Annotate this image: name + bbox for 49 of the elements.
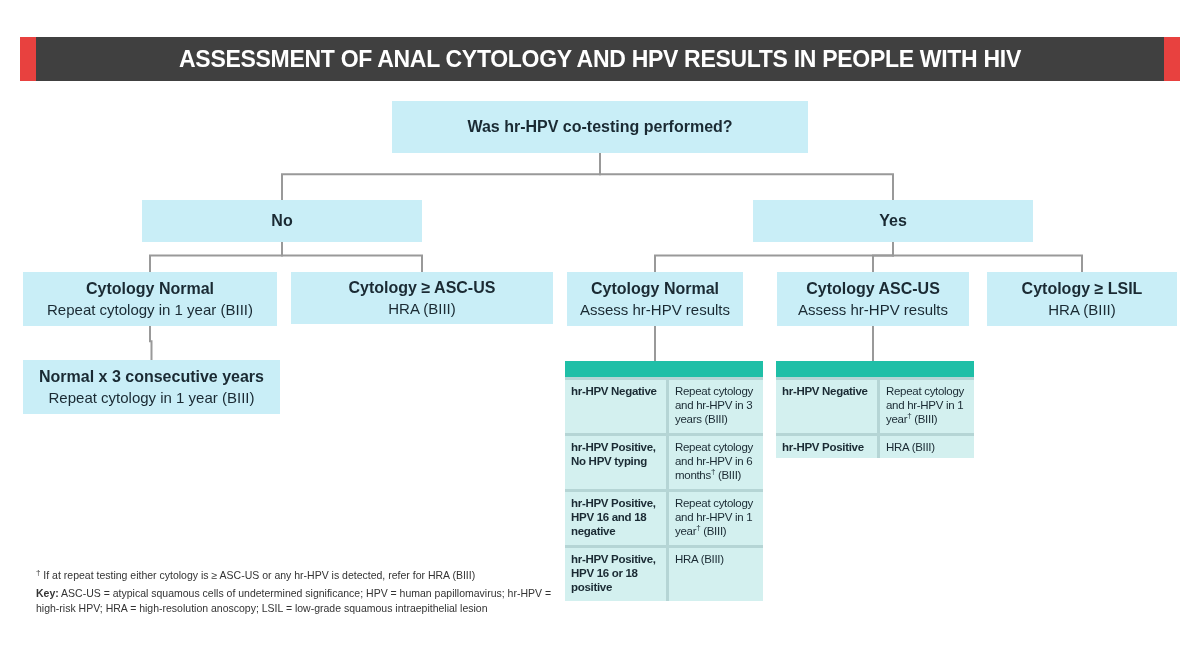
box-text: Repeat cytology in 1 year (BIII) [48, 389, 255, 406]
process-box [567, 272, 743, 326]
footnote: $^{†}$ If at repeat testing either cytology is ≥ ASC-US or any hr-HPV is detected, refer for HRA (BIII) [36, 568, 477, 583]
box-heading: Yes [879, 212, 907, 230]
box-text: HRA (BIII) [388, 300, 456, 317]
key-note: Key: ASC-US = atypical squamous cells of undetermined significance; HPV = human papillomavirus; hr-HPV = high-risk HPV; HRA = high-resolution anoscopy; LSIL = low-grade squamous intraepithelial lesion [36, 586, 553, 616]
process-box [23, 360, 280, 414]
result-text: hr-HPV Positive, HPV 16 or 18 positive [565, 548, 669, 601]
action-text: Repeat cytology and hr-HPV in 3 years (BIII) [674, 384, 754, 427]
title: ASSESSMENT OF ANAL CYTOLOGY AND HPV RESULTS IN PEOPLE WITH HIV [179, 45, 1021, 73]
box-heading: Cytology Normal [86, 280, 214, 298]
box-heading: Cytology ASC-US [806, 280, 940, 298]
action-text: Repeat cytology and hr-HPV in 1 year$^{†}$ (BIII) [674, 496, 754, 539]
table-box [776, 361, 974, 458]
table-box [565, 361, 763, 601]
box-heading: Normal x 3 consecutive years [39, 368, 264, 386]
connector-line [149, 325, 153, 361]
box-heading: Was hr-HPV co-testing performed? [467, 118, 733, 136]
question-box [392, 101, 808, 153]
process-box [753, 200, 1033, 242]
process-box [987, 272, 1177, 326]
box-text: Repeat cytology in 1 year (BIII) [47, 301, 253, 318]
action-text: Repeat cytology and hr-HPV in 6 months$^{†}$ (BIII) [674, 440, 754, 483]
table-row [565, 433, 763, 489]
process-box [142, 200, 422, 242]
box-heading: Cytology ≥ ASC-US [348, 279, 496, 297]
box-heading: No [271, 212, 293, 230]
box-text: Assess hr-HPV results [579, 301, 730, 318]
process-box [23, 272, 277, 326]
table-row [776, 377, 974, 433]
box-heading: Cytology Normal [591, 280, 719, 298]
connector-line [654, 325, 656, 362]
process-box [777, 272, 969, 326]
action-text: HRA (BIII) [885, 440, 936, 455]
connector-line [872, 325, 874, 362]
action-text: Repeat cytology and hr-HPV in 1 year$^{†}$ (BIII) [885, 384, 965, 427]
box-text: Assess hr-HPV results [797, 301, 948, 318]
table-row [776, 433, 974, 458]
box-heading: Cytology ≥ LSIL [1021, 280, 1143, 298]
connector-line [599, 152, 894, 201]
table-row [565, 545, 763, 601]
table-row [565, 377, 763, 433]
table-row [565, 489, 763, 545]
action-text: HRA (BIII) [674, 552, 725, 567]
connector-line [892, 241, 1083, 273]
box-text: HRA (BIII) [1048, 301, 1116, 318]
process-box [291, 272, 553, 324]
connector-line [281, 241, 423, 273]
result-text: hr-HPV Positive [776, 436, 880, 458]
